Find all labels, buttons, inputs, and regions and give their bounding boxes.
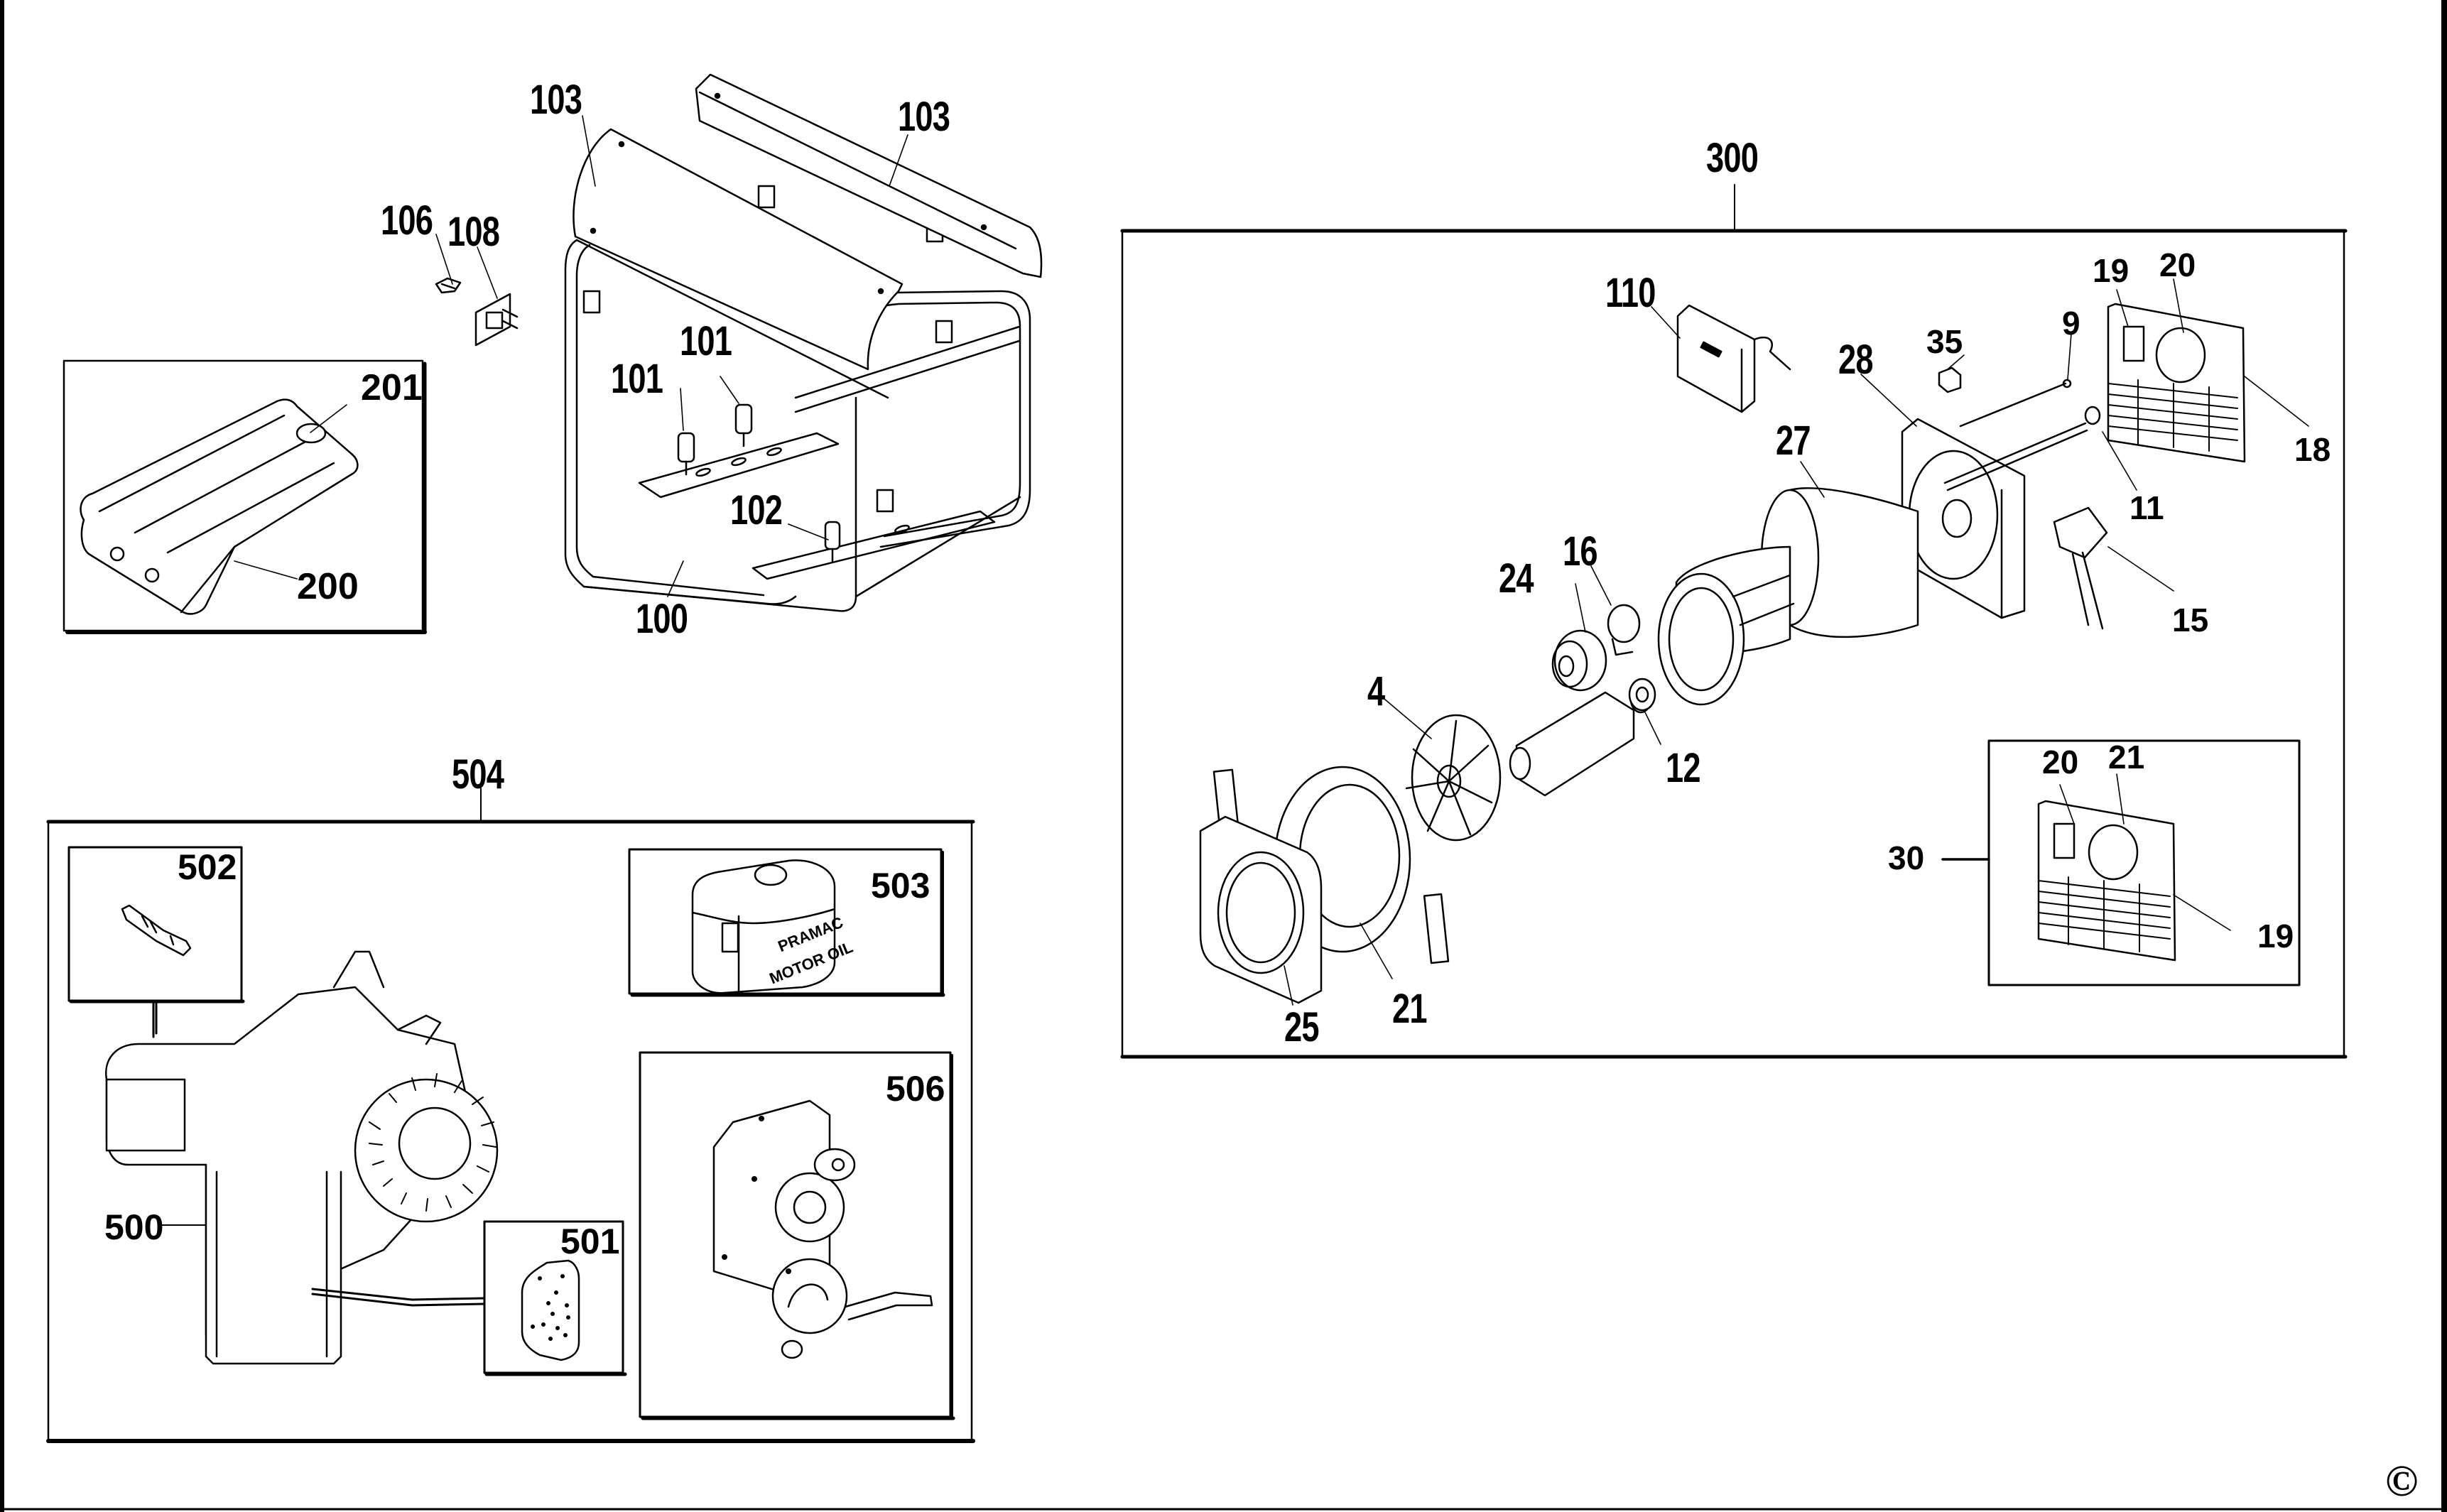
- callout-102: 102: [730, 487, 783, 533]
- callout-12: 12: [1666, 745, 1701, 791]
- callout-101b: 101: [680, 318, 732, 364]
- callout-21: 20: [2159, 246, 2196, 283]
- callout-108: 108: [447, 209, 500, 255]
- callout-20: 19: [2093, 252, 2129, 289]
- callout-19-inset: 19: [2257, 918, 2294, 954]
- callout-4: 4: [1367, 668, 1385, 714]
- engine-500: [104, 950, 499, 1365]
- callout-501: 501: [560, 1222, 620, 1261]
- callout-103-rear: 103: [898, 94, 950, 140]
- callout-201: 201: [361, 367, 423, 408]
- clip-35: [1938, 366, 1962, 393]
- callout-21-inset: 21: [2108, 739, 2145, 776]
- control-panel-19-inset: [2037, 800, 2176, 962]
- rotor: [1509, 685, 1652, 797]
- adapter-flange-24: [1199, 815, 1323, 1004]
- engine-box: [46, 788, 975, 1443]
- fan-4: [1405, 714, 1502, 842]
- callout-503: 503: [871, 866, 930, 905]
- callout-110: 110: [1605, 270, 1656, 316]
- air-filter-element-501: [521, 1259, 580, 1361]
- muffler-506: [712, 1099, 933, 1359]
- control-panel-19: [2107, 303, 2246, 463]
- callout-500: 500: [104, 1207, 164, 1247]
- callout-19: 18: [2294, 431, 2331, 468]
- mount-102: [824, 521, 841, 562]
- regulator-110: [1676, 304, 1791, 413]
- callout-35: 35: [1926, 323, 1963, 360]
- right-edge-bar: [2441, 0, 2447, 1512]
- callout-103-front: 103: [530, 77, 582, 123]
- callout-15: 15: [2172, 602, 2209, 638]
- callout-11: 11: [2129, 489, 2164, 526]
- stator-28: [1657, 487, 1919, 706]
- cover-panel-103-front: [573, 128, 904, 371]
- spark-plug-502: [121, 904, 192, 957]
- callout-27: 28: [1838, 337, 1874, 383]
- frame-leaders: [435, 115, 908, 597]
- mount-101b: [734, 403, 753, 447]
- callout-101a: 101: [611, 356, 663, 402]
- copyright-mark: ©: [2385, 1457, 2419, 1506]
- callout-506: 506: [886, 1069, 945, 1109]
- callout-18: 16: [1563, 528, 1598, 575]
- callout-300: 300: [1706, 135, 1759, 181]
- alternator-box: [1120, 184, 2348, 1059]
- fastener-106: [435, 277, 462, 294]
- tie-rod-11: [1943, 406, 2101, 491]
- rod-9: [1959, 379, 2072, 428]
- oil-can-503: [691, 859, 836, 994]
- callout-9: 9: [2062, 305, 2080, 342]
- rear-shield-27: [1901, 418, 2026, 619]
- slip-ring-16: [1551, 629, 1607, 692]
- callout-106: 106: [381, 197, 433, 244]
- cover-panel-103-rear: [695, 73, 1043, 278]
- connector-15: [2053, 506, 2108, 630]
- brush-holder-18: [1607, 604, 1641, 656]
- bracket-108: [474, 293, 519, 347]
- callout-504: 504: [452, 751, 504, 798]
- callout-16: 24: [1499, 555, 1534, 602]
- callout-28: 27: [1776, 418, 1811, 464]
- alternator-leaders: [1284, 278, 2309, 1006]
- callout-30: 30: [1888, 839, 1925, 876]
- callout-24: 25: [1284, 1004, 1320, 1050]
- fuel-tank-200: [80, 398, 359, 615]
- callout-200: 200: [297, 566, 359, 607]
- callout-100: 100: [636, 596, 688, 642]
- left-edge-bar: [0, 0, 4, 1512]
- callout-20-inset: 20: [2042, 744, 2079, 781]
- mount-101a: [677, 432, 695, 476]
- callout-502: 502: [178, 847, 237, 887]
- bearing-12: [1628, 678, 1656, 712]
- callout-25: 21: [1392, 986, 1428, 1032]
